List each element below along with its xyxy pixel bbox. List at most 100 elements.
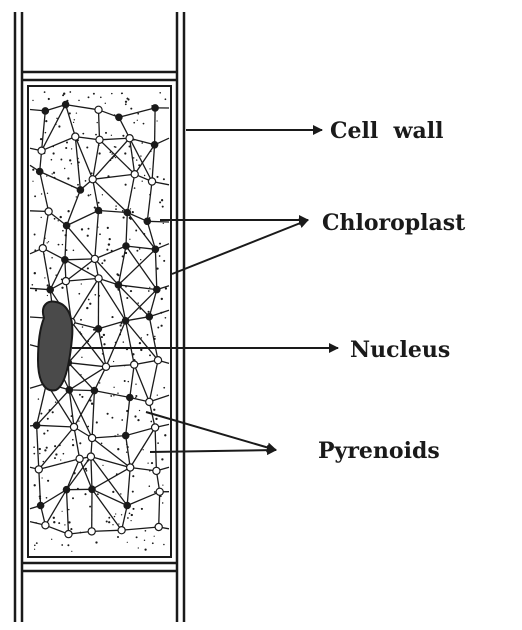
chloroplast-strand [91,457,130,468]
stipple-dot [125,252,127,254]
stipple-dot [117,274,119,276]
stipple-dot [156,267,158,269]
pyrenoid [37,502,43,508]
stipple-dot [32,100,33,101]
stipple-dot [109,151,111,153]
chloroplast-strand [152,145,155,182]
stipple-dot [161,325,163,327]
stipple-dot [127,517,129,519]
stipple-dot [114,114,116,116]
chloroplast-strand [119,108,155,117]
stipple-dot [130,108,132,110]
pyrenoid [42,522,49,529]
stipple-dot [81,396,83,398]
pyrenoid [42,108,48,114]
stipple-dot [130,208,131,209]
stipple-dot [149,470,151,472]
stipple-dot [88,228,90,230]
chloroplast-strand [66,278,99,281]
stipple-dot [111,250,113,252]
stipple-dot [40,138,42,140]
stipple-dot [51,257,53,259]
stipple-dot [125,103,127,105]
chloroplast-strand [66,105,76,137]
label-pyrenoids: Pyrenoids [318,438,440,464]
chloroplast-strand [126,321,158,360]
stipple-dot [101,336,103,338]
pyrenoid [115,282,121,288]
stipple-dot [124,380,126,382]
stipple-dot [77,488,79,490]
stipple-dot [66,141,68,143]
pyrenoid [123,243,129,249]
stipple-dot [90,194,91,195]
chloroplast-strand [91,457,92,490]
chloroplast-strand [92,438,130,468]
stipple-dot [138,547,139,548]
stipple-dot [133,157,135,159]
stipple-dot [47,295,48,296]
stipple-dot [143,233,145,235]
stipple-dot [156,120,157,121]
stipple-dot [154,336,156,338]
stipple-dot [140,155,141,156]
pyrenoid [95,106,102,113]
pyrenoid [77,187,83,193]
stipple-dot [38,398,39,399]
pyrenoid [39,245,46,252]
stipple-dot [121,419,123,421]
stipple-dot [49,409,51,411]
stipple-dot [63,453,65,455]
stipple-dot [47,480,49,482]
chloroplast-strand [67,226,95,259]
pyrenoid [89,486,95,492]
stipple-dot [55,401,57,403]
stipple-dot [108,243,110,245]
pyrenoid [76,455,83,462]
stipple-dot [137,113,139,115]
chloroplast-strand [94,391,129,398]
pyrenoid [153,467,160,474]
chloroplast-strand [95,211,99,259]
pyrenoid [102,363,109,370]
stipple-dot [115,157,116,158]
stipple-dot [82,133,84,135]
chloroplast-strand [126,321,135,365]
stipple-dot [34,272,36,274]
chloroplast-strand [65,259,95,260]
stipple-dot [87,426,89,428]
stipple-dot [69,91,71,93]
chloroplast-strand [130,365,134,398]
pyrenoid [63,222,69,228]
stipple-dot [135,383,136,384]
stipple-dot [155,418,157,420]
stipple-dot [115,342,117,344]
stipple-dot [165,317,167,319]
stipple-dot [159,243,161,245]
stipple-dot [95,134,97,136]
stipple-dot [60,159,62,161]
stipple-dot [54,218,56,220]
stipple-dot [149,485,151,487]
pyrenoid [152,105,158,111]
stipple-dot [76,196,77,197]
stipple-dot [53,517,55,519]
stipple-dot [113,395,114,396]
stipple-dot [69,159,71,161]
stipple-dot [135,397,136,398]
stipple-dot [123,217,125,219]
stipple-dot [67,544,69,546]
stipple-dot [105,132,107,134]
pyrenoid [63,487,69,493]
pyrenoid [154,357,161,364]
stipple-dot [58,244,60,246]
stipple-dot [73,122,74,123]
stipple-dot [153,409,155,411]
stipple-dot [79,394,81,396]
stipple-dot [33,453,35,455]
stipple-dot [164,434,166,436]
stipple-dot [161,458,163,460]
chloroplast-strand [126,213,127,247]
stipple-dot [73,250,75,252]
chloroplast-strand [126,246,155,249]
